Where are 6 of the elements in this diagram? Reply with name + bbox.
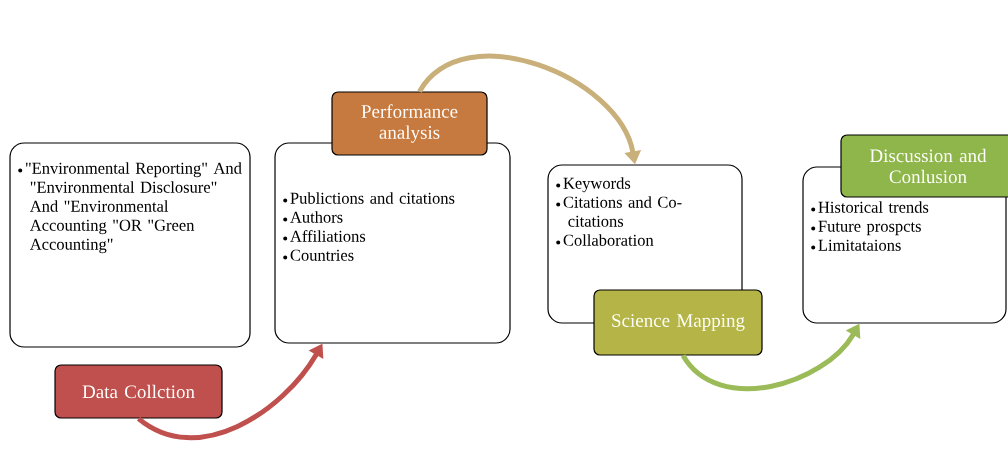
heading-box: Science Mapping (593, 289, 763, 356)
list-box: Publictions and citations Authors Affiliations Countries (274, 142, 511, 344)
heading-box: Data Collction (54, 364, 223, 419)
heading-box: Discussion and Conlusion (840, 134, 1008, 198)
list-box: "Environmental Reporting" And "Environmental Disclosure" And "Environmental Accounting "OR "Green Accounting" (9, 142, 251, 348)
heading-box: Performance analysis (331, 91, 488, 156)
